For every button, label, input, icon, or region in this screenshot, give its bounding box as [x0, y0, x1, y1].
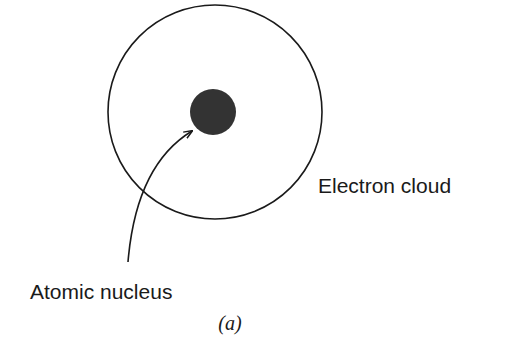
part-label: Atomic nucleus: [30, 280, 172, 303]
leader-arrow: [128, 131, 192, 262]
electron-cloud-circle: [108, 5, 322, 219]
part-label: Electron cloud: [318, 174, 451, 197]
nucleus-disc: [190, 89, 236, 135]
figure-caption: (a): [218, 312, 241, 334]
